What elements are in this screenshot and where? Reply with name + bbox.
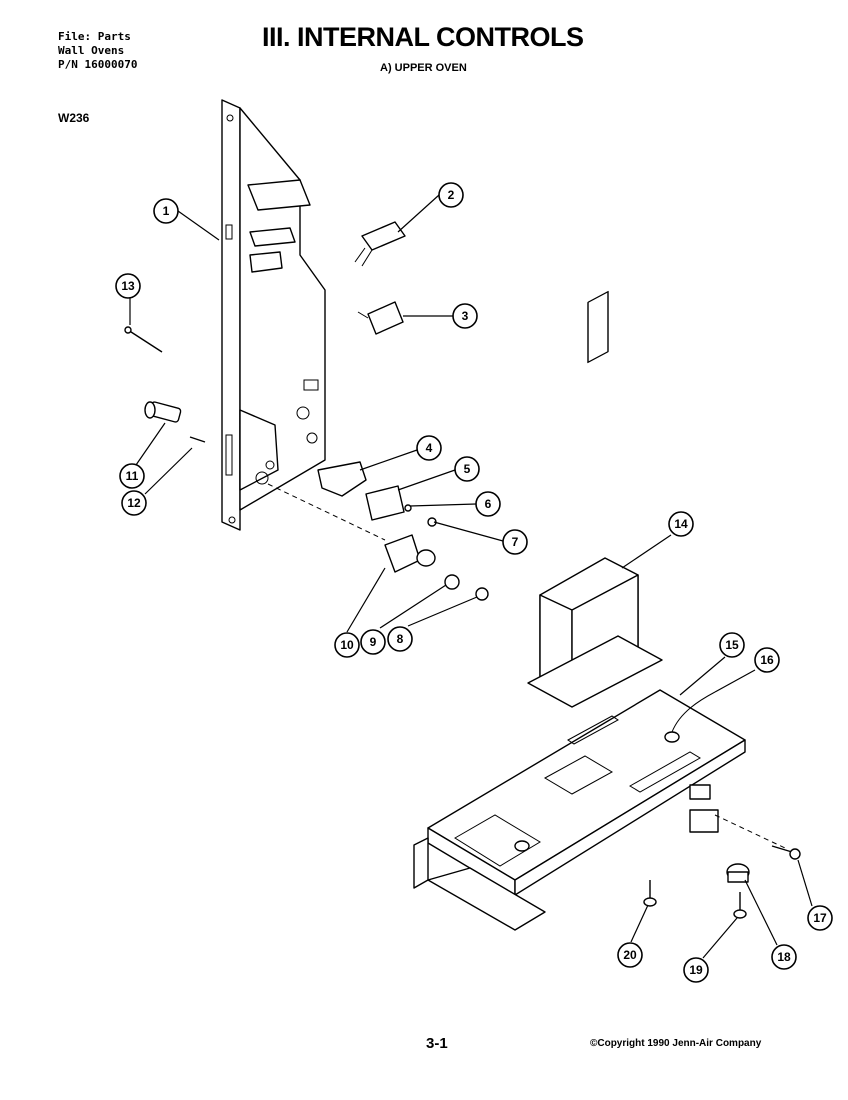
callout-8: 8 [387, 626, 413, 652]
callout-14: 14 [668, 511, 694, 537]
callout-label-3: 3 [462, 309, 469, 323]
callout-label-18: 18 [777, 950, 791, 964]
callout-label-11: 11 [126, 469, 139, 483]
retaining-pin [124, 326, 163, 353]
part-number-label: P/N 16000070 [58, 58, 138, 71]
leader-lines [129, 194, 813, 959]
callout-1: 1 [153, 198, 179, 224]
callout-10: 10 [334, 632, 360, 658]
control-panel-bracket [221, 99, 326, 531]
screw-20 [643, 880, 657, 907]
callout-19: 19 [683, 957, 709, 983]
callout-label-4: 4 [426, 441, 433, 455]
file-label: File: Parts [58, 30, 131, 43]
callout-6: 6 [475, 491, 501, 517]
callout-label-6: 6 [485, 497, 492, 511]
callout-label-10: 10 [340, 638, 354, 652]
callout-label-2: 2 [448, 188, 455, 202]
callout-label-14: 14 [674, 517, 688, 531]
product-label: Wall Ovens [58, 44, 125, 57]
switch-lower [357, 301, 404, 335]
callout-label-12: 12 [127, 496, 141, 510]
callout-label-1: 1 [163, 204, 170, 218]
actuator-assembly [317, 461, 437, 527]
callout-2: 2 [438, 182, 464, 208]
latch-motor [384, 534, 489, 601]
file-info-block: File: Parts Wall Ovens P/N 16000070 [58, 30, 137, 72]
base-plate [413, 689, 746, 931]
callout-label-20: 20 [623, 948, 637, 962]
callout-label-19: 19 [689, 963, 703, 977]
callout-4: 4 [416, 435, 442, 461]
callout-17: 17 [807, 905, 833, 931]
screw-17 [771, 845, 801, 860]
callout-label-15: 15 [725, 638, 739, 652]
screw-19 [733, 892, 747, 919]
callout-label-5: 5 [464, 462, 471, 476]
callout-9: 9 [360, 629, 386, 655]
section-subtitle: A) UPPER OVEN [380, 62, 467, 74]
callout-16: 16 [754, 647, 780, 673]
callout-3: 3 [452, 303, 478, 329]
callout-label-7: 7 [512, 535, 519, 549]
callout-7: 7 [502, 529, 528, 555]
callout-11: 11 [119, 463, 145, 489]
callout-15: 15 [719, 632, 745, 658]
switch-upper [354, 221, 406, 267]
callout-18: 18 [771, 944, 797, 970]
transformer [527, 290, 663, 708]
page-title: III. INTERNAL CONTROLS [262, 22, 584, 52]
callout-20: 20 [617, 942, 643, 968]
callout-12: 12 [121, 490, 147, 516]
drawing-code: W236 [58, 111, 90, 125]
screw-12 [189, 436, 206, 443]
page-number: 3-1 [426, 1035, 448, 1052]
callout-13: 13 [115, 273, 141, 299]
knob-18 [726, 863, 750, 883]
copyright-notice: ©Copyright 1990 Jenn-Air Company [590, 1038, 762, 1049]
callout-label-8: 8 [397, 632, 404, 646]
callout-5: 5 [454, 456, 480, 482]
callout-label-13: 13 [121, 279, 135, 293]
shaft [144, 401, 182, 423]
callout-label-17: 17 [813, 911, 827, 925]
callout-label-16: 16 [760, 653, 774, 667]
callout-label-9: 9 [370, 635, 377, 649]
